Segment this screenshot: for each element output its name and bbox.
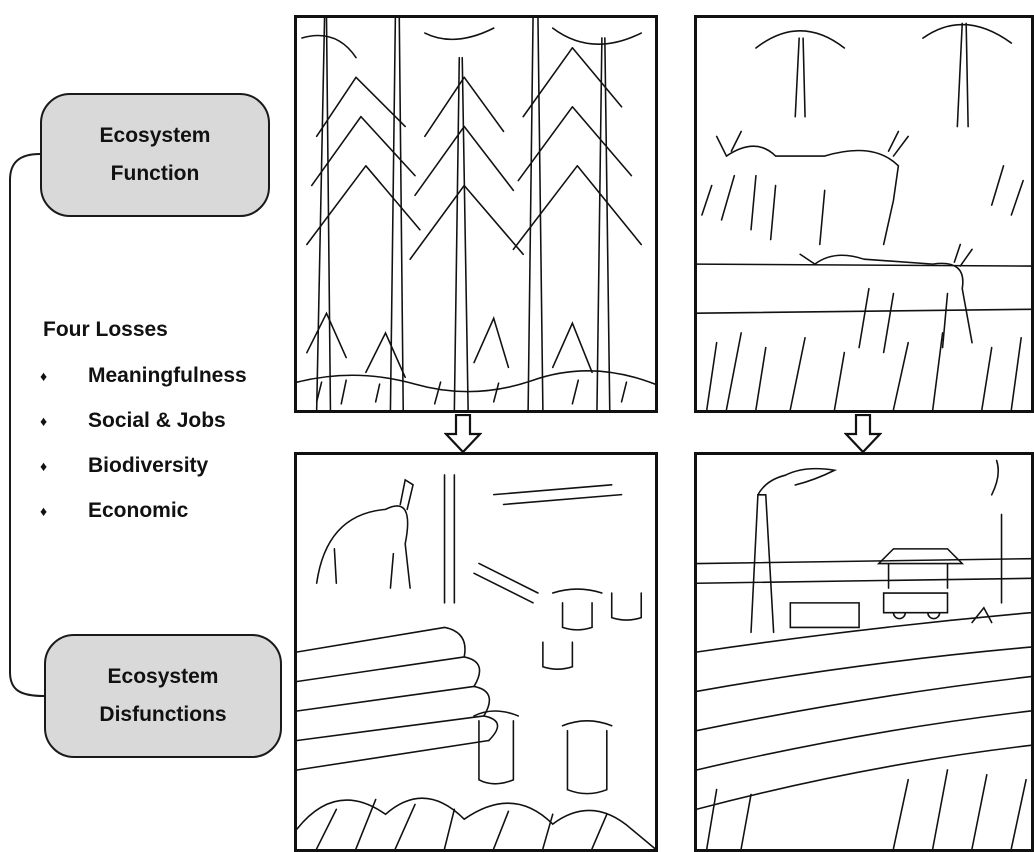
down-arrow-icon <box>844 414 882 454</box>
diamond-bullet-icon: ♦ <box>40 368 48 384</box>
loss-label: Meaningfulness <box>88 364 247 387</box>
ecosystem-disfunctions-line1: Ecosystem <box>107 665 219 688</box>
loss-item-meaningfulness: ♦ Meaningfulness <box>40 356 247 401</box>
loss-item-social-jobs: ♦ Social & Jobs <box>40 401 247 446</box>
loss-label: Economic <box>88 499 189 522</box>
loss-label: Social & Jobs <box>88 409 226 432</box>
loss-label: Biodiversity <box>88 454 209 477</box>
logging-sketch-panel <box>294 452 658 852</box>
forest-sketch-panel <box>294 15 658 413</box>
savanna-wildlife-illustration <box>697 22 1031 410</box>
ecosystem-function-line1: Ecosystem <box>99 124 211 147</box>
diamond-bullet-icon: ♦ <box>40 413 48 429</box>
industrial-illustration <box>697 459 1031 849</box>
ecosystem-disfunctions-line2: Disfunctions <box>99 703 227 726</box>
ecosystem-function-box: Ecosystem Function <box>40 93 270 217</box>
diamond-bullet-icon: ♦ <box>40 503 48 519</box>
ecosystem-disfunctions-box: Ecosystem Disfunctions <box>44 634 282 758</box>
diamond-bullet-icon: ♦ <box>40 458 48 474</box>
loss-item-economic: ♦ Economic <box>40 491 247 536</box>
forest-sketch-illustration <box>297 18 655 410</box>
logging-illustration <box>297 474 655 849</box>
industrial-sketch-panel <box>694 452 1034 852</box>
loss-item-biodiversity: ♦ Biodiversity <box>40 446 247 491</box>
four-losses-title: Four Losses <box>43 318 168 341</box>
savanna-wildlife-sketch-panel <box>694 15 1034 413</box>
ecosystem-function-line2: Function <box>110 162 200 185</box>
connector-bracket <box>9 153 45 697</box>
losses-list: ♦ Meaningfulness ♦ Social & Jobs ♦ Biodiver… <box>40 356 247 536</box>
down-arrow-icon <box>444 414 482 454</box>
